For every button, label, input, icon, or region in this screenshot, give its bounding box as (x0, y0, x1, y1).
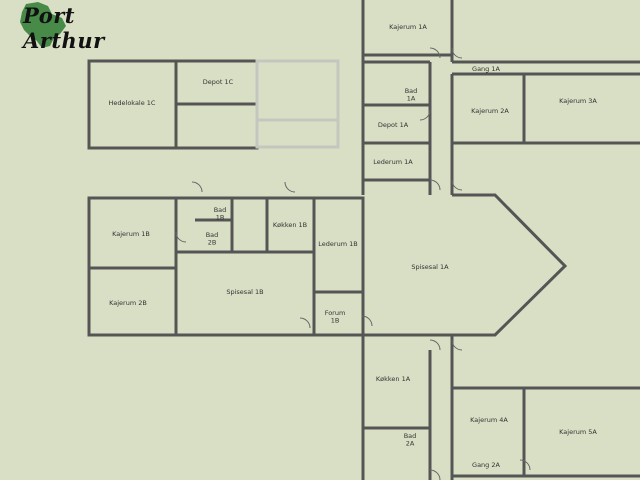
corridor-gang-2a[interactable]: Gang 2A (472, 461, 500, 469)
room-kajerum-5a[interactable]: Kajerum 5A (559, 428, 597, 436)
room-hedelokale-1c[interactable]: Hedelokale 1C (109, 99, 156, 107)
room-depot-1c[interactable]: Depot 1C (203, 78, 234, 86)
room-kajerum-1b[interactable]: Kajerum 1B (112, 230, 150, 238)
room-spisesal-1a[interactable]: Spisesal 1A (411, 263, 449, 271)
port-arthur-logo: Port Arthur (4, 0, 164, 53)
room-spisesal-1b[interactable]: Spisesal 1B (226, 288, 263, 296)
island-silhouette-icon (20, 2, 66, 48)
room-kajerum-1a[interactable]: Kajerum 1A (389, 23, 427, 31)
room-kokken-1a[interactable]: Køkken 1A (376, 375, 411, 383)
room-kajerum-3a[interactable]: Kajerum 3A (559, 97, 597, 105)
room-kajerum-2a[interactable]: Kajerum 2A (471, 107, 509, 115)
room-kajerum-4a[interactable]: Kajerum 4A (470, 416, 508, 424)
room-lederum-1a[interactable]: Lederum 1A (373, 158, 413, 166)
room-kokken-1b[interactable]: Køkken 1B (273, 221, 307, 229)
room-lederum-1b[interactable]: Lederum 1B (318, 240, 357, 248)
room-kajerum-2b[interactable]: Kajerum 2B (109, 299, 147, 307)
room-depot-1a[interactable]: Depot 1A (378, 121, 409, 129)
logo-text: Port Arthur (23, 3, 105, 53)
corridor-gang-1a[interactable]: Gang 1A (472, 65, 500, 73)
